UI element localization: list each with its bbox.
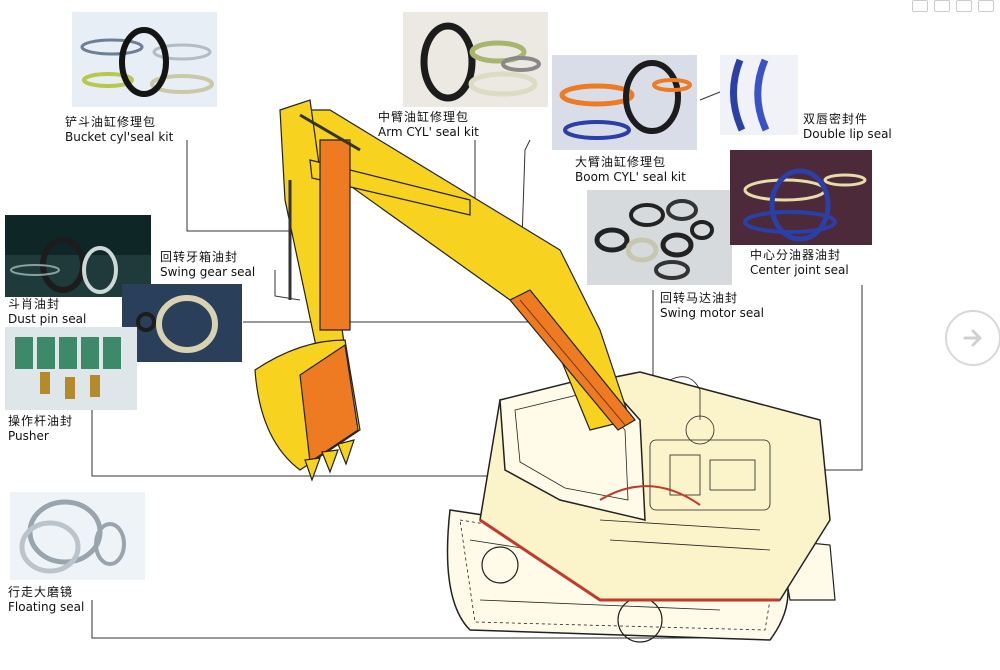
label-double-lip: 双唇密封件 Double lip seal [803, 112, 892, 142]
boom-kit-en: Boom CYL' seal kit [575, 170, 686, 184]
toolbar-icon[interactable] [912, 0, 928, 12]
pusher-en: Pusher [8, 429, 49, 443]
label-arm-kit: 中臂油缸修理包 Arm CYL' seal kit [378, 110, 479, 140]
dust-pin-zh: 斗肖油封 [8, 297, 61, 311]
arm [279, 99, 471, 366]
label-pusher: 操作杆油封 Pusher [8, 414, 73, 444]
label-bucket-kit: 铲斗油缸修理包 Bucket cyl'seal kit [65, 115, 173, 145]
label-swing-gear: 回转牙箱油封 Swing gear seal [160, 250, 255, 280]
swing-gear-photo [5, 215, 151, 297]
center-joint-zh: 中心分油器油封 [750, 248, 842, 262]
boom-kit-zh: 大臂油缸修理包 [575, 155, 667, 169]
bucket-kit-en: Bucket cyl'seal kit [65, 130, 174, 144]
dust-pin-photo [122, 284, 242, 362]
swing-gear-zh: 回转牙箱油封 [160, 250, 239, 264]
label-center-joint: 中心分油器油封 Center joint seal [750, 248, 849, 278]
bucket-kit-zh: 铲斗油缸修理包 [65, 115, 157, 129]
swing-gear-en: Swing gear seal [160, 265, 256, 279]
floating-en: Floating seal [8, 600, 85, 614]
bucket-kit-photo [72, 12, 217, 107]
double-lip-zh: 双唇密封件 [803, 112, 869, 126]
dust-pin-en: Dust pin seal [8, 312, 87, 326]
floating-zh: 行走大磨镜 [8, 585, 74, 599]
swing-motor-zh: 回转马达油封 [660, 291, 739, 305]
floating-seal-photo [10, 492, 145, 580]
leader-line-swing-gear [274, 270, 301, 301]
next-button[interactable] [945, 310, 1000, 366]
pusher-zh: 操作杆油封 [8, 414, 74, 428]
arm-kit-photo [403, 12, 548, 107]
label-floating: 行走大磨镜 Floating seal [8, 585, 84, 615]
viewer-toolbar [906, 0, 1000, 12]
center-joint-en: Center joint seal [750, 263, 849, 277]
toolbar-icon[interactable] [956, 0, 972, 12]
label-dust-pin: 斗肖油封 Dust pin seal [8, 297, 86, 327]
boom-kit-photo [552, 55, 697, 150]
toolbar-icon[interactable] [934, 0, 950, 12]
swing-motor-photo [587, 190, 732, 285]
double-lip-en: Double lip seal [803, 127, 892, 141]
arm-kit-zh: 中臂油缸修理包 [378, 110, 470, 124]
bucket [254, 339, 361, 482]
double-lip-photo [720, 55, 798, 135]
swing-motor-en: Swing motor seal [660, 306, 764, 320]
arm-kit-en: Arm CYL' seal kit [378, 125, 479, 139]
leader-line-pusher [91, 410, 560, 477]
label-boom-kit: 大臂油缸修理包 Boom CYL' seal kit [575, 155, 686, 185]
pusher-photo [5, 327, 137, 410]
chevron-right-icon [963, 329, 982, 347]
center-joint-photo [730, 150, 872, 245]
toolbar-icon[interactable] [978, 0, 994, 12]
label-swing-motor: 回转马达油封 Swing motor seal [660, 291, 764, 321]
